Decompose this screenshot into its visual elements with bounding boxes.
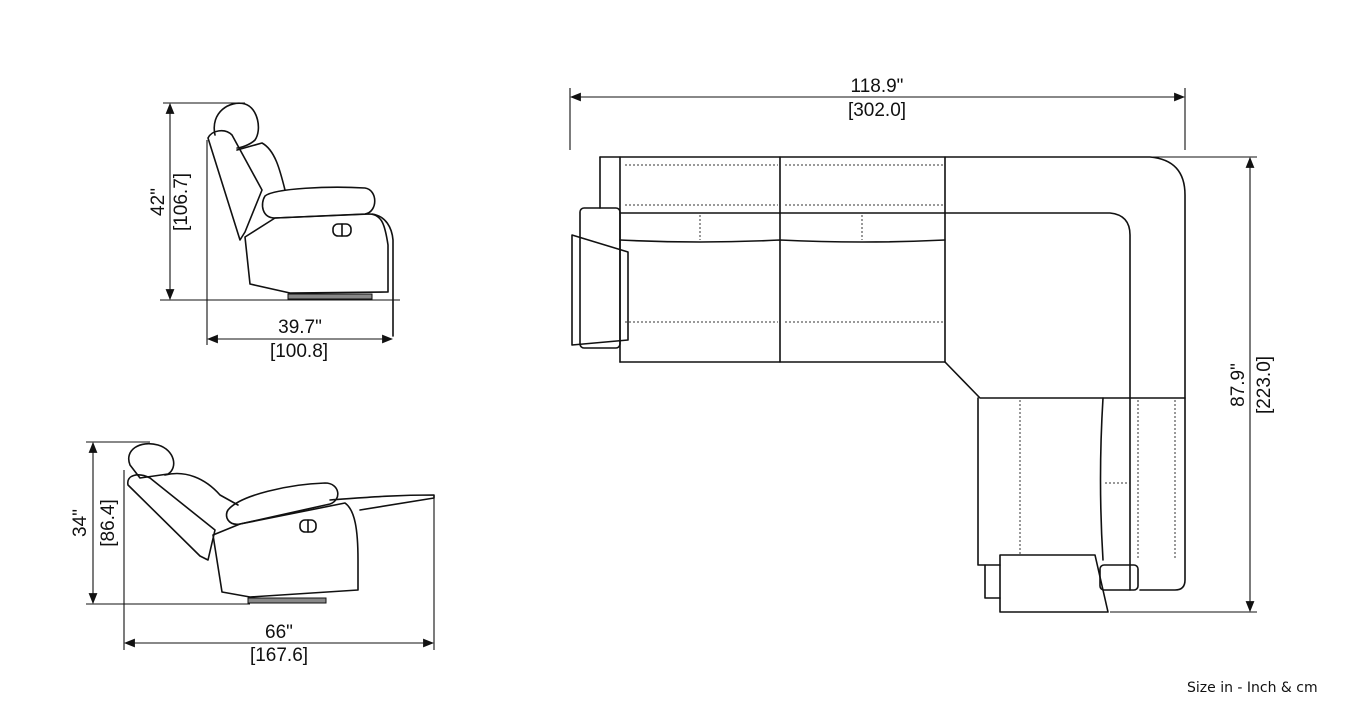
plan-width-inch: 118.9" bbox=[851, 76, 904, 97]
reclined-height-inch: 34" bbox=[70, 509, 91, 537]
upright-height-cm: [106.7] bbox=[171, 173, 192, 231]
plan-width-cm: [302.0] bbox=[848, 100, 906, 121]
upright-height-inch: 42" bbox=[148, 188, 169, 216]
units-caption: Size in - Inch & cm bbox=[1187, 680, 1318, 696]
plan-width-dimension: 118.9" [302.0] bbox=[569, 76, 1186, 150]
reclined-height-cm: [86.4] bbox=[98, 499, 119, 547]
upright-height-dimension: 42" [106.7] bbox=[148, 102, 400, 301]
sectional-plan-view bbox=[571, 156, 1186, 613]
plan-depth-cm: [223.0] bbox=[1254, 356, 1275, 414]
upright-depth-cm: [100.8] bbox=[270, 341, 328, 362]
reclined-depth-inch: 66" bbox=[265, 622, 293, 643]
reclined-depth-dimension: 66" [167.6] bbox=[123, 622, 435, 666]
reclined-recliner-side-view bbox=[123, 443, 435, 650]
upright-depth-dimension: 39.7" [100.8] bbox=[206, 317, 394, 362]
plan-depth-dimension: 87.9" [223.0] bbox=[1095, 156, 1275, 613]
upright-depth-inch: 39.7" bbox=[278, 317, 322, 338]
plan-depth-inch: 87.9" bbox=[1228, 363, 1249, 407]
reclined-height-dimension: 34" [86.4] bbox=[70, 441, 250, 605]
reclined-depth-cm: [167.6] bbox=[250, 645, 308, 666]
upright-recliner-side-view bbox=[206, 102, 394, 345]
